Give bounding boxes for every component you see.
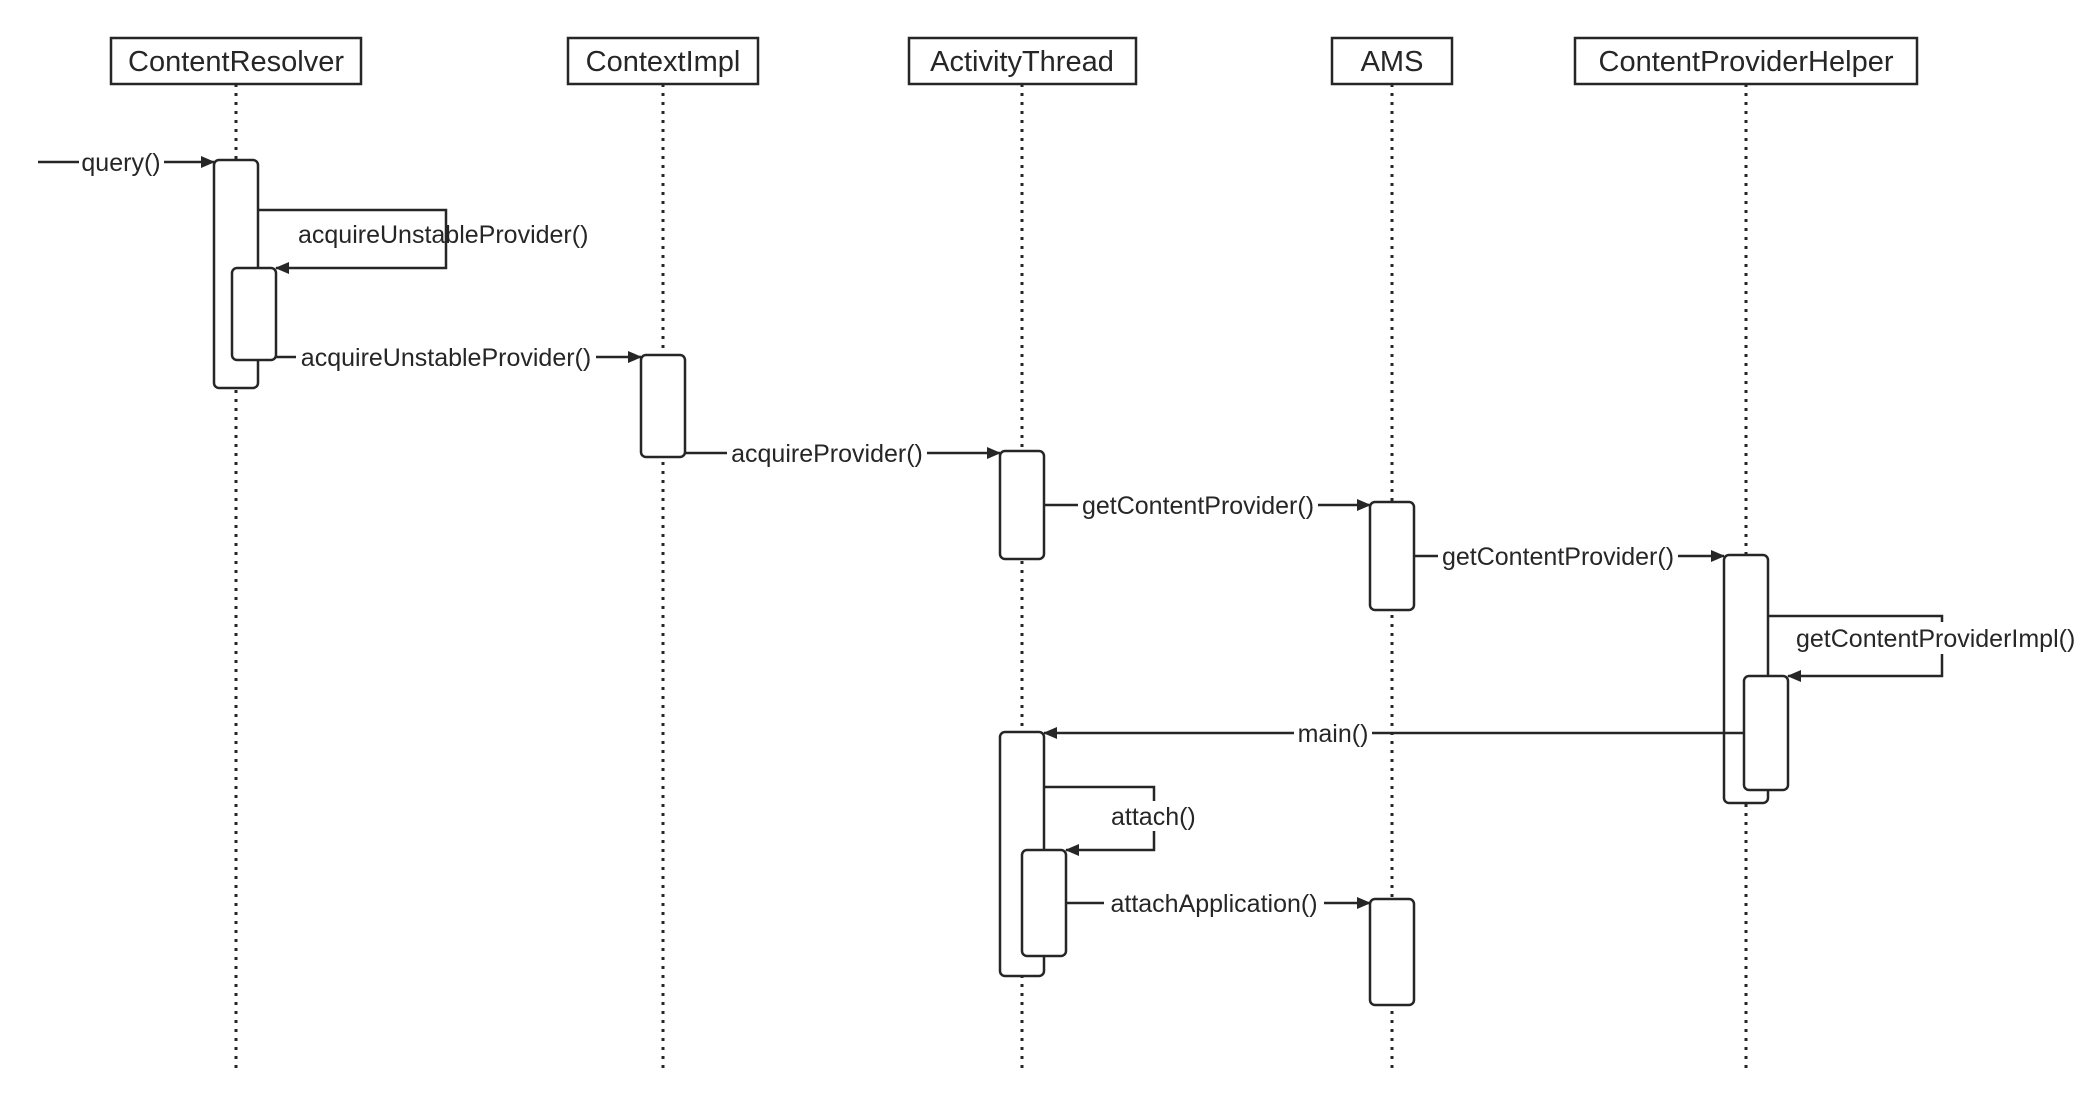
message-label: attachApplication() bbox=[1110, 890, 1317, 918]
message-label-background bbox=[79, 147, 164, 177]
activation-activity-thread-attach bbox=[1020, 848, 1068, 958]
activation-ams-get-provider bbox=[1368, 500, 1416, 612]
message-label: getContentProviderImpl() bbox=[1796, 625, 2075, 653]
participant-content-provider-helper: ContentProviderHelper bbox=[1573, 36, 1919, 86]
message-label: attach() bbox=[1111, 803, 1196, 831]
message-acquire-unstable-self: acquireUnstableProvider() bbox=[258, 208, 588, 274]
message-label-background bbox=[296, 342, 596, 372]
participant-activity-thread: ActivityThread bbox=[907, 36, 1138, 86]
message-acquire-unstable: acquireUnstableProvider() bbox=[276, 342, 642, 372]
message-get-content-provider-1: getContentProvider() bbox=[1044, 490, 1371, 520]
message-label-background bbox=[1108, 801, 1200, 831]
message-label-background bbox=[1078, 490, 1318, 520]
message-label: main() bbox=[1298, 720, 1369, 748]
message-attach: attach() bbox=[1044, 785, 1200, 856]
participant-label: AMS bbox=[1361, 46, 1424, 78]
message-label: getContentProvider() bbox=[1082, 492, 1314, 520]
activation-context-impl bbox=[639, 353, 687, 459]
message-label: acquireUnstableProvider() bbox=[301, 344, 591, 372]
participant-label: ContentResolver bbox=[128, 46, 344, 78]
activation-ams-attach-application bbox=[1368, 897, 1416, 1007]
participant-ams: AMS bbox=[1330, 36, 1454, 86]
message-attach-application: attachApplication() bbox=[1066, 888, 1371, 918]
message-label-background bbox=[1104, 888, 1324, 918]
activation-content-resolver-nested bbox=[230, 266, 278, 362]
message-get-content-provider-2: getContentProvider() bbox=[1414, 541, 1725, 571]
message-main: main() bbox=[1043, 718, 1744, 748]
message-label: getContentProvider() bbox=[1442, 543, 1674, 571]
participant-label: ContextImpl bbox=[586, 46, 741, 78]
message-label-background bbox=[1294, 718, 1372, 748]
message-label: acquireProvider() bbox=[731, 440, 923, 468]
message-label-background bbox=[1438, 541, 1678, 571]
participant-label: ActivityThread bbox=[930, 46, 1114, 78]
message-arrow bbox=[258, 208, 448, 274]
activation-provider-helper-nested bbox=[1742, 674, 1790, 792]
participant-content-resolver: ContentResolver bbox=[109, 36, 363, 86]
activation-activity-thread-acquire bbox=[998, 449, 1046, 561]
message-get-content-provider-impl: getContentProviderImpl() bbox=[1768, 614, 2088, 682]
message-label: acquireUnstableProvider() bbox=[298, 221, 588, 249]
participant-context-impl: ContextImpl bbox=[566, 36, 760, 86]
participant-label: ContentProviderHelper bbox=[1599, 46, 1894, 78]
message-label: query() bbox=[81, 149, 160, 177]
message-acquire-provider: acquireProvider() bbox=[685, 438, 1001, 468]
message-label-background bbox=[1792, 622, 2088, 654]
message-label-background bbox=[727, 438, 927, 468]
message-query: query() bbox=[38, 147, 215, 177]
